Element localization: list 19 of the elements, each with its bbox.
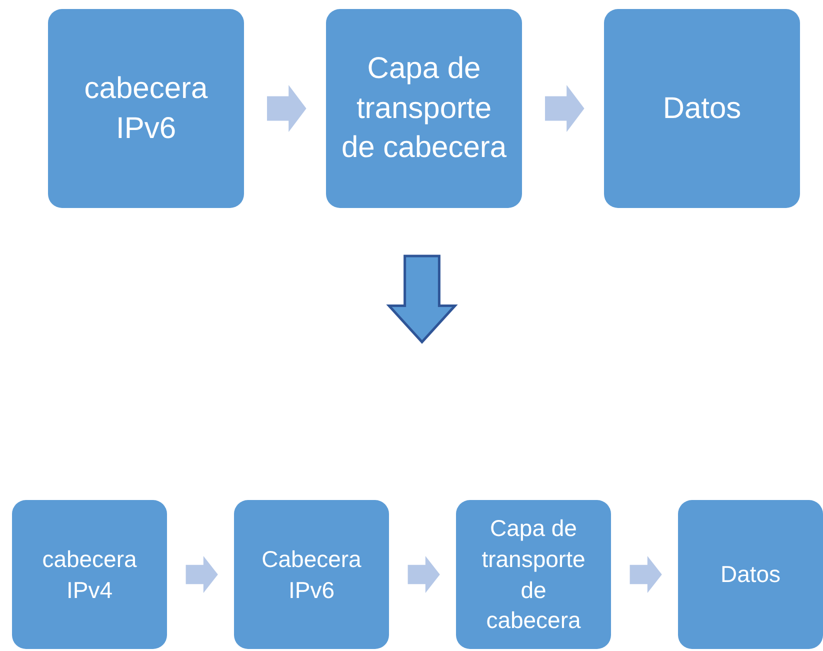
chevron-arrow xyxy=(408,556,440,593)
process-box xyxy=(326,9,522,208)
box-label: Datos xyxy=(720,560,781,590)
chevron-arrow xyxy=(545,85,584,132)
box-label: cabecera IPv4 xyxy=(41,544,138,604)
chevron-arrow xyxy=(630,556,662,593)
box-label: Datos xyxy=(662,90,742,127)
process-box xyxy=(48,9,244,208)
process-box xyxy=(12,500,167,649)
process-box xyxy=(604,9,800,208)
process-box xyxy=(456,500,611,649)
box-label: cabecera IPv6 xyxy=(83,70,209,146)
box-label: Capa de transporte de cabecera xyxy=(480,514,586,636)
process-box xyxy=(234,500,389,649)
chevron-arrow xyxy=(267,85,306,132)
box-label: Cabecera IPv6 xyxy=(260,544,362,604)
box-label: Capa de transporte de cabecera xyxy=(341,50,507,166)
process-box xyxy=(678,500,823,649)
chevron-arrow xyxy=(186,556,218,593)
